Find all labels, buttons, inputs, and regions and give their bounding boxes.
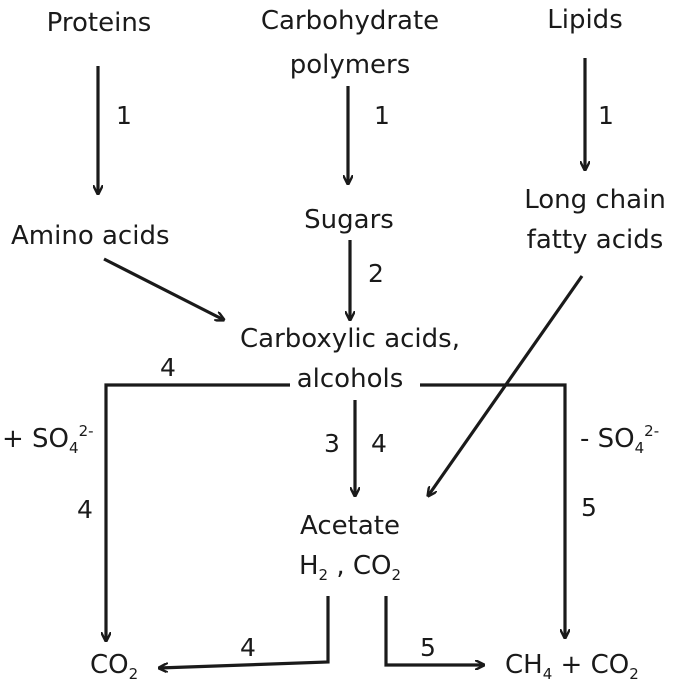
step-carb-to-sugars: 1 — [374, 101, 390, 130]
ch4-co2-subscript: 2 — [629, 665, 639, 683]
plus-sulfate-text: + SO — [2, 424, 70, 454]
node-proteins-text: Proteins — [46, 8, 152, 38]
node-lipids-text: Lipids — [547, 5, 623, 35]
node-carbohydrate-polymers: Carbohydrate polymers — [240, 6, 460, 80]
arrow-carboxylic-to-co2-left — [106, 383, 290, 641]
h2-symbol: H — [298, 551, 319, 581]
arrow-carboxylic-to-ch4-right — [420, 383, 565, 638]
co2-product-subscript: 2 — [128, 665, 139, 683]
condition-plus-sulfate: + SO42- — [2, 422, 94, 457]
arrow-acetate-to-co2 — [159, 596, 330, 668]
node-carboxylic-line2: alcohols — [296, 364, 404, 394]
minus-sulfate-subscript: 4 — [634, 439, 645, 457]
plus-sulfate-subscript: 4 — [69, 439, 79, 457]
node-lcfa-line2: fatty acids — [526, 225, 664, 255]
step-left-branch-top: 4 — [160, 353, 176, 382]
step-left-branch-side: 4 — [77, 495, 93, 524]
arrow-amino-to-carboxylic — [103, 257, 224, 320]
co2-product-symbol: CO — [90, 650, 129, 680]
node-ch4-co2-product: CH4 + CO2 — [505, 650, 639, 683]
node-proteins: Proteins — [38, 8, 160, 38]
ch4-symbol: CH — [505, 650, 543, 680]
step-proteins-to-amino: 1 — [116, 101, 132, 130]
node-acetate-h2-co2: Acetate H2 , CO2 — [270, 511, 430, 584]
node-carboxylic-line1: Carboxylic acids, — [240, 324, 460, 354]
arrow-lcfa-to-acetate — [428, 275, 584, 496]
node-long-chain-fatty-acids: Long chain fatty acids — [510, 185, 680, 255]
h2-subscript: 2 — [318, 566, 329, 584]
arrow-acetate-to-ch4 — [384, 596, 484, 665]
co2-symbol: , CO — [328, 551, 392, 581]
plus-sulfate-superscript: 2- — [78, 422, 94, 440]
minus-sulfate-text: - SO — [580, 424, 635, 454]
node-sugars-text: Sugars — [304, 205, 394, 235]
minus-sulfate-superscript: 2- — [644, 422, 660, 440]
step-acetate-to-co2: 4 — [240, 633, 256, 662]
node-co2-product: CO2 — [90, 650, 139, 683]
node-carbohydrate-line2: polymers — [289, 50, 411, 80]
step-center-b: 4 — [371, 429, 387, 458]
condition-minus-sulfate: - SO42- — [580, 422, 660, 457]
step-acetate-to-ch4: 5 — [420, 633, 436, 662]
node-acetate-line1: Acetate — [300, 511, 400, 541]
node-sugars: Sugars — [290, 205, 408, 235]
node-lcfa-line1: Long chain — [524, 185, 666, 215]
co2-subscript: 2 — [391, 566, 402, 584]
ch4-co2-symbol: + CO — [552, 650, 630, 680]
step-center-a: 3 — [324, 429, 340, 458]
node-amino-acids: Amino acids — [11, 221, 170, 251]
step-lipids-to-lcfa: 1 — [598, 101, 614, 130]
node-carbohydrate-line1: Carbohydrate — [260, 6, 440, 36]
node-amino-acids-text: Amino acids — [11, 221, 170, 251]
step-sugars-to-carboxylic: 2 — [368, 259, 384, 288]
node-carboxylic-acids-alcohols: Carboxylic acids, alcohols — [225, 324, 475, 394]
ch4-subscript: 4 — [542, 665, 553, 683]
step-right-branch-side: 5 — [581, 493, 597, 522]
node-h2-co2-line: H2 , CO2 — [270, 551, 430, 584]
node-lipids: Lipids — [530, 5, 640, 35]
